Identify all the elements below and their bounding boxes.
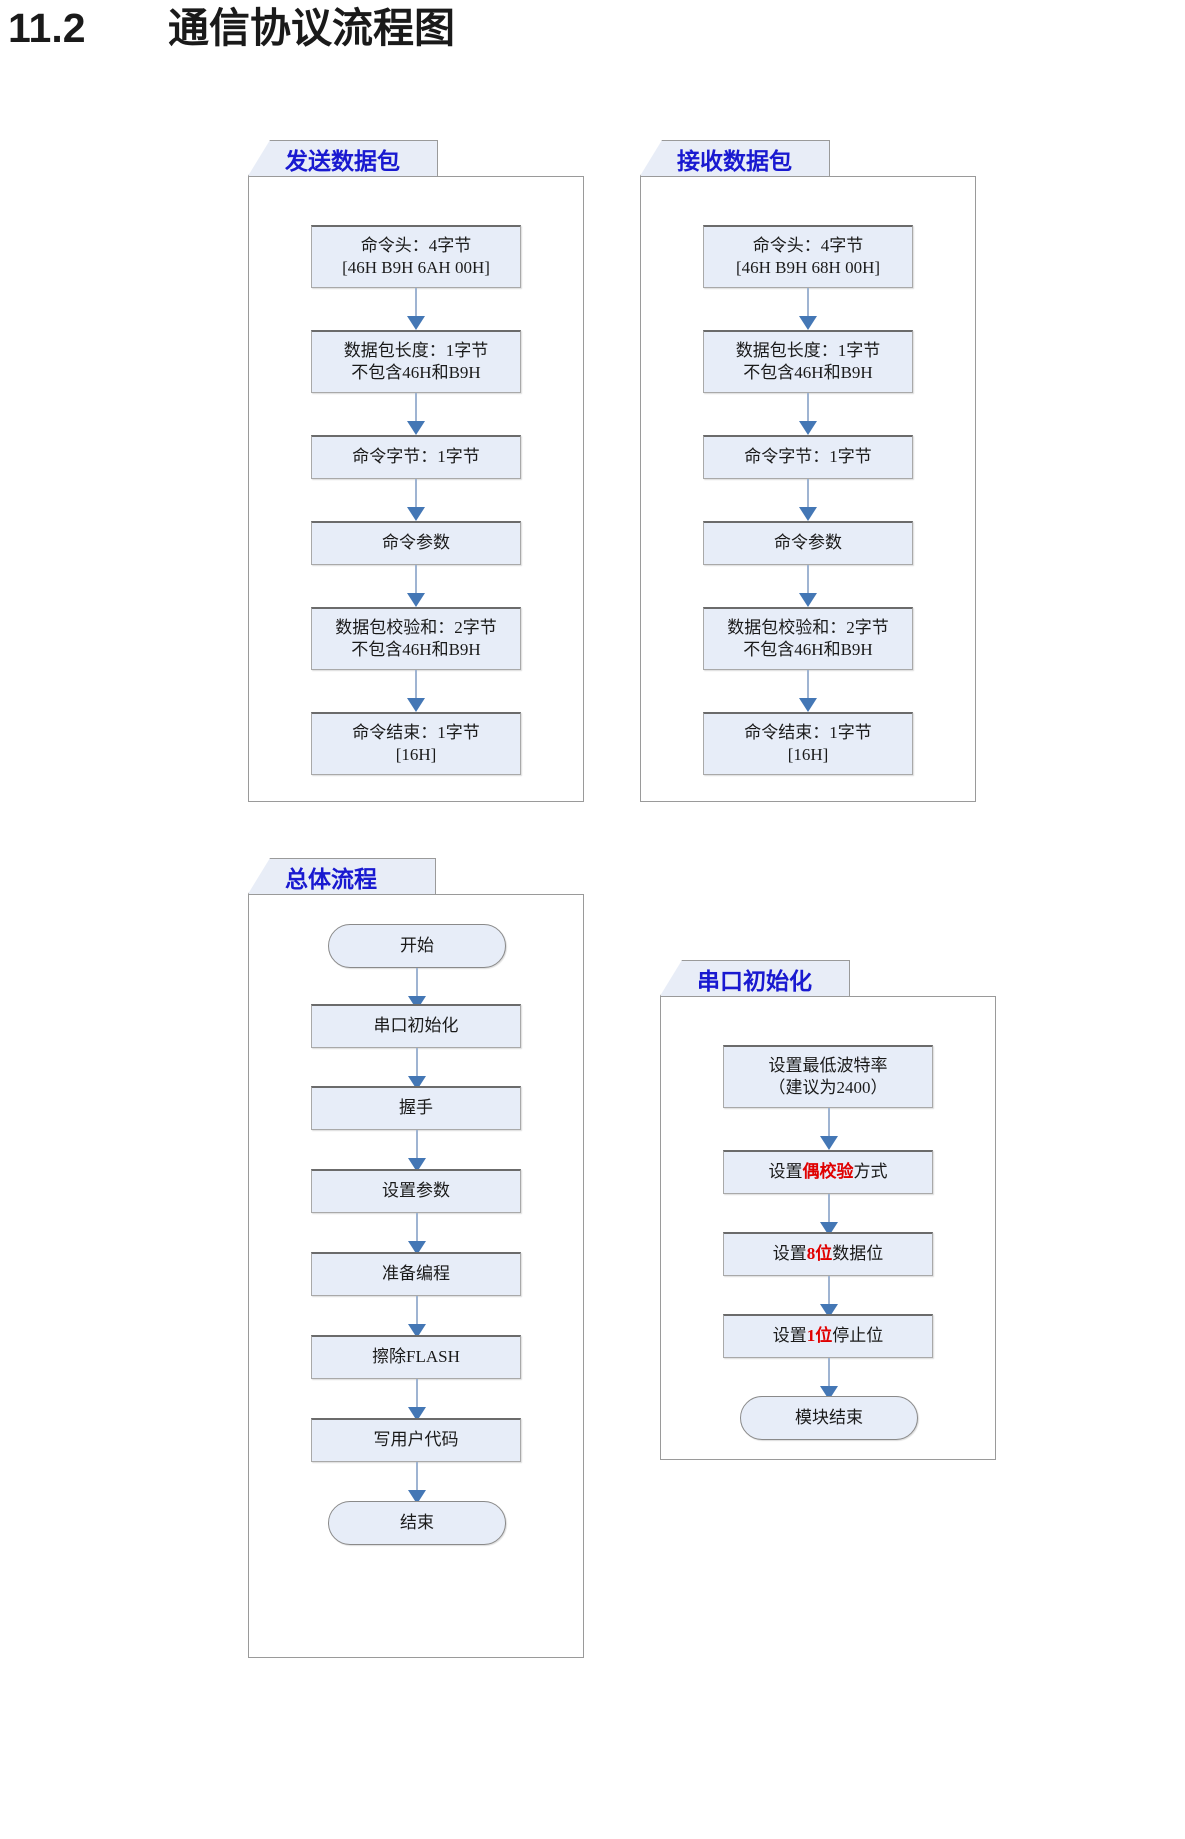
node-set-baudrate[interactable]: 设置最低波特率 （建议为2400） bbox=[723, 1045, 933, 1108]
node-command-byte[interactable]: 命令字节：1字节 bbox=[703, 435, 913, 479]
node-packet-length[interactable]: 数据包长度：1字节 不包含46H和B9H bbox=[703, 330, 913, 393]
node-command-byte[interactable]: 命令字节：1字节 bbox=[311, 435, 521, 479]
node-command-header[interactable]: 命令头：4字节 [46H B9H 6AH 00H] bbox=[311, 225, 521, 288]
node-set-params[interactable]: 设置参数 bbox=[311, 1169, 521, 1213]
panel-tab-receive-packet[interactable]: 接收数据包 bbox=[640, 140, 830, 176]
node-set-parity[interactable]: 设置偶校验方式 bbox=[723, 1150, 933, 1194]
node-command-end[interactable]: 命令结束：1字节 [16H] bbox=[703, 712, 913, 775]
panel-uart-init: 串口初始化 设置最低波特率 （建议为2400） 设置偶校验方式 设置8位数据位 … bbox=[660, 960, 996, 1460]
node-erase-flash[interactable]: 擦除FLASH bbox=[311, 1335, 521, 1379]
node-write-user-code[interactable]: 写用户代码 bbox=[311, 1418, 521, 1462]
node-packet-checksum[interactable]: 数据包校验和：2字节 不包含46H和B9H bbox=[703, 607, 913, 670]
page-title: 11.2 通信协议流程图 bbox=[8, 5, 455, 51]
node-handshake[interactable]: 握手 bbox=[311, 1086, 521, 1130]
node-end[interactable]: 结束 bbox=[328, 1501, 506, 1545]
panel-tab-uart-init[interactable]: 串口初始化 bbox=[660, 960, 850, 996]
node-set-parity-text: 设置偶校验方式 bbox=[768, 1162, 888, 1182]
node-start[interactable]: 开始 bbox=[328, 924, 506, 968]
node-command-end[interactable]: 命令结束：1字节 [16H] bbox=[311, 712, 521, 775]
panel-tab-label: 总体流程 bbox=[285, 866, 377, 892]
panel-tab-label: 接收数据包 bbox=[677, 148, 792, 174]
panel-tab-label: 串口初始化 bbox=[697, 968, 812, 994]
node-module-end[interactable]: 模块结束 bbox=[740, 1396, 918, 1440]
page-title-number: 11.2 bbox=[8, 5, 86, 51]
panel-tab-send-packet[interactable]: 发送数据包 bbox=[248, 140, 438, 176]
node-command-header[interactable]: 命令头：4字节 [46H B9H 68H 00H] bbox=[703, 225, 913, 288]
node-set-data-bits-text: 设置8位数据位 bbox=[772, 1244, 884, 1264]
node-packet-length[interactable]: 数据包长度：1字节 不包含46H和B9H bbox=[311, 330, 521, 393]
node-set-stop-bits-text: 设置1位停止位 bbox=[772, 1326, 884, 1346]
node-set-stop-bits[interactable]: 设置1位停止位 bbox=[723, 1314, 933, 1358]
node-uart-init[interactable]: 串口初始化 bbox=[311, 1004, 521, 1048]
node-command-params[interactable]: 命令参数 bbox=[703, 521, 913, 565]
panel-overall-flow: 总体流程 开始 串口初始化 握手 设置参数 准备编程 擦除FLASH 写用户代码… bbox=[248, 858, 584, 1658]
page-title-text: 通信协议流程图 bbox=[168, 5, 455, 51]
node-set-data-bits[interactable]: 设置8位数据位 bbox=[723, 1232, 933, 1276]
panel-tab-overall-flow[interactable]: 总体流程 bbox=[248, 858, 436, 894]
node-packet-checksum[interactable]: 数据包校验和：2字节 不包含46H和B9H bbox=[311, 607, 521, 670]
node-command-params[interactable]: 命令参数 bbox=[311, 521, 521, 565]
panel-receive-packet: 接收数据包 命令头：4字节 [46H B9H 68H 00H] 数据包长度：1字… bbox=[640, 140, 976, 802]
panel-tab-label: 发送数据包 bbox=[285, 148, 400, 174]
node-prepare-programming[interactable]: 准备编程 bbox=[311, 1252, 521, 1296]
panel-send-packet: 发送数据包 命令头：4字节 [46H B9H 6AH 00H] 数据包长度：1字… bbox=[248, 140, 584, 802]
